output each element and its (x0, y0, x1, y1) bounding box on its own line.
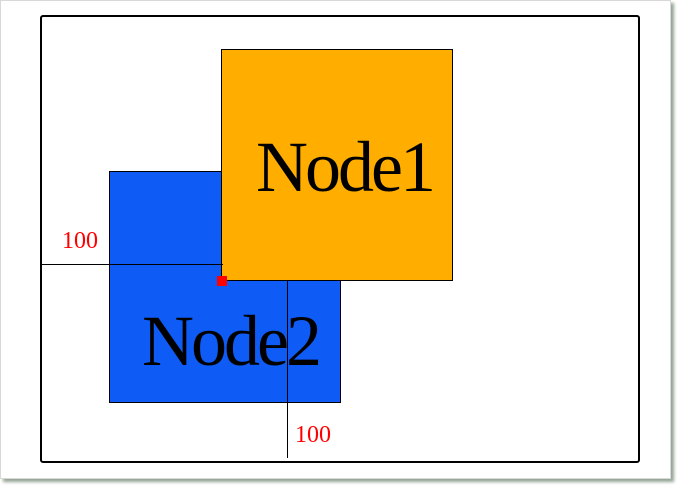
horizontal-guide-line (41, 264, 223, 265)
node2-label: Node2 (142, 301, 322, 381)
top-offset-label: 100 (295, 422, 331, 448)
origin-marker (217, 276, 227, 286)
left-offset-label: 100 (62, 228, 98, 254)
vertical-guide-line (287, 281, 288, 458)
node1-box[interactable] (221, 49, 453, 281)
node1-label: Node1 (256, 127, 436, 207)
image-border (0, 0, 671, 479)
